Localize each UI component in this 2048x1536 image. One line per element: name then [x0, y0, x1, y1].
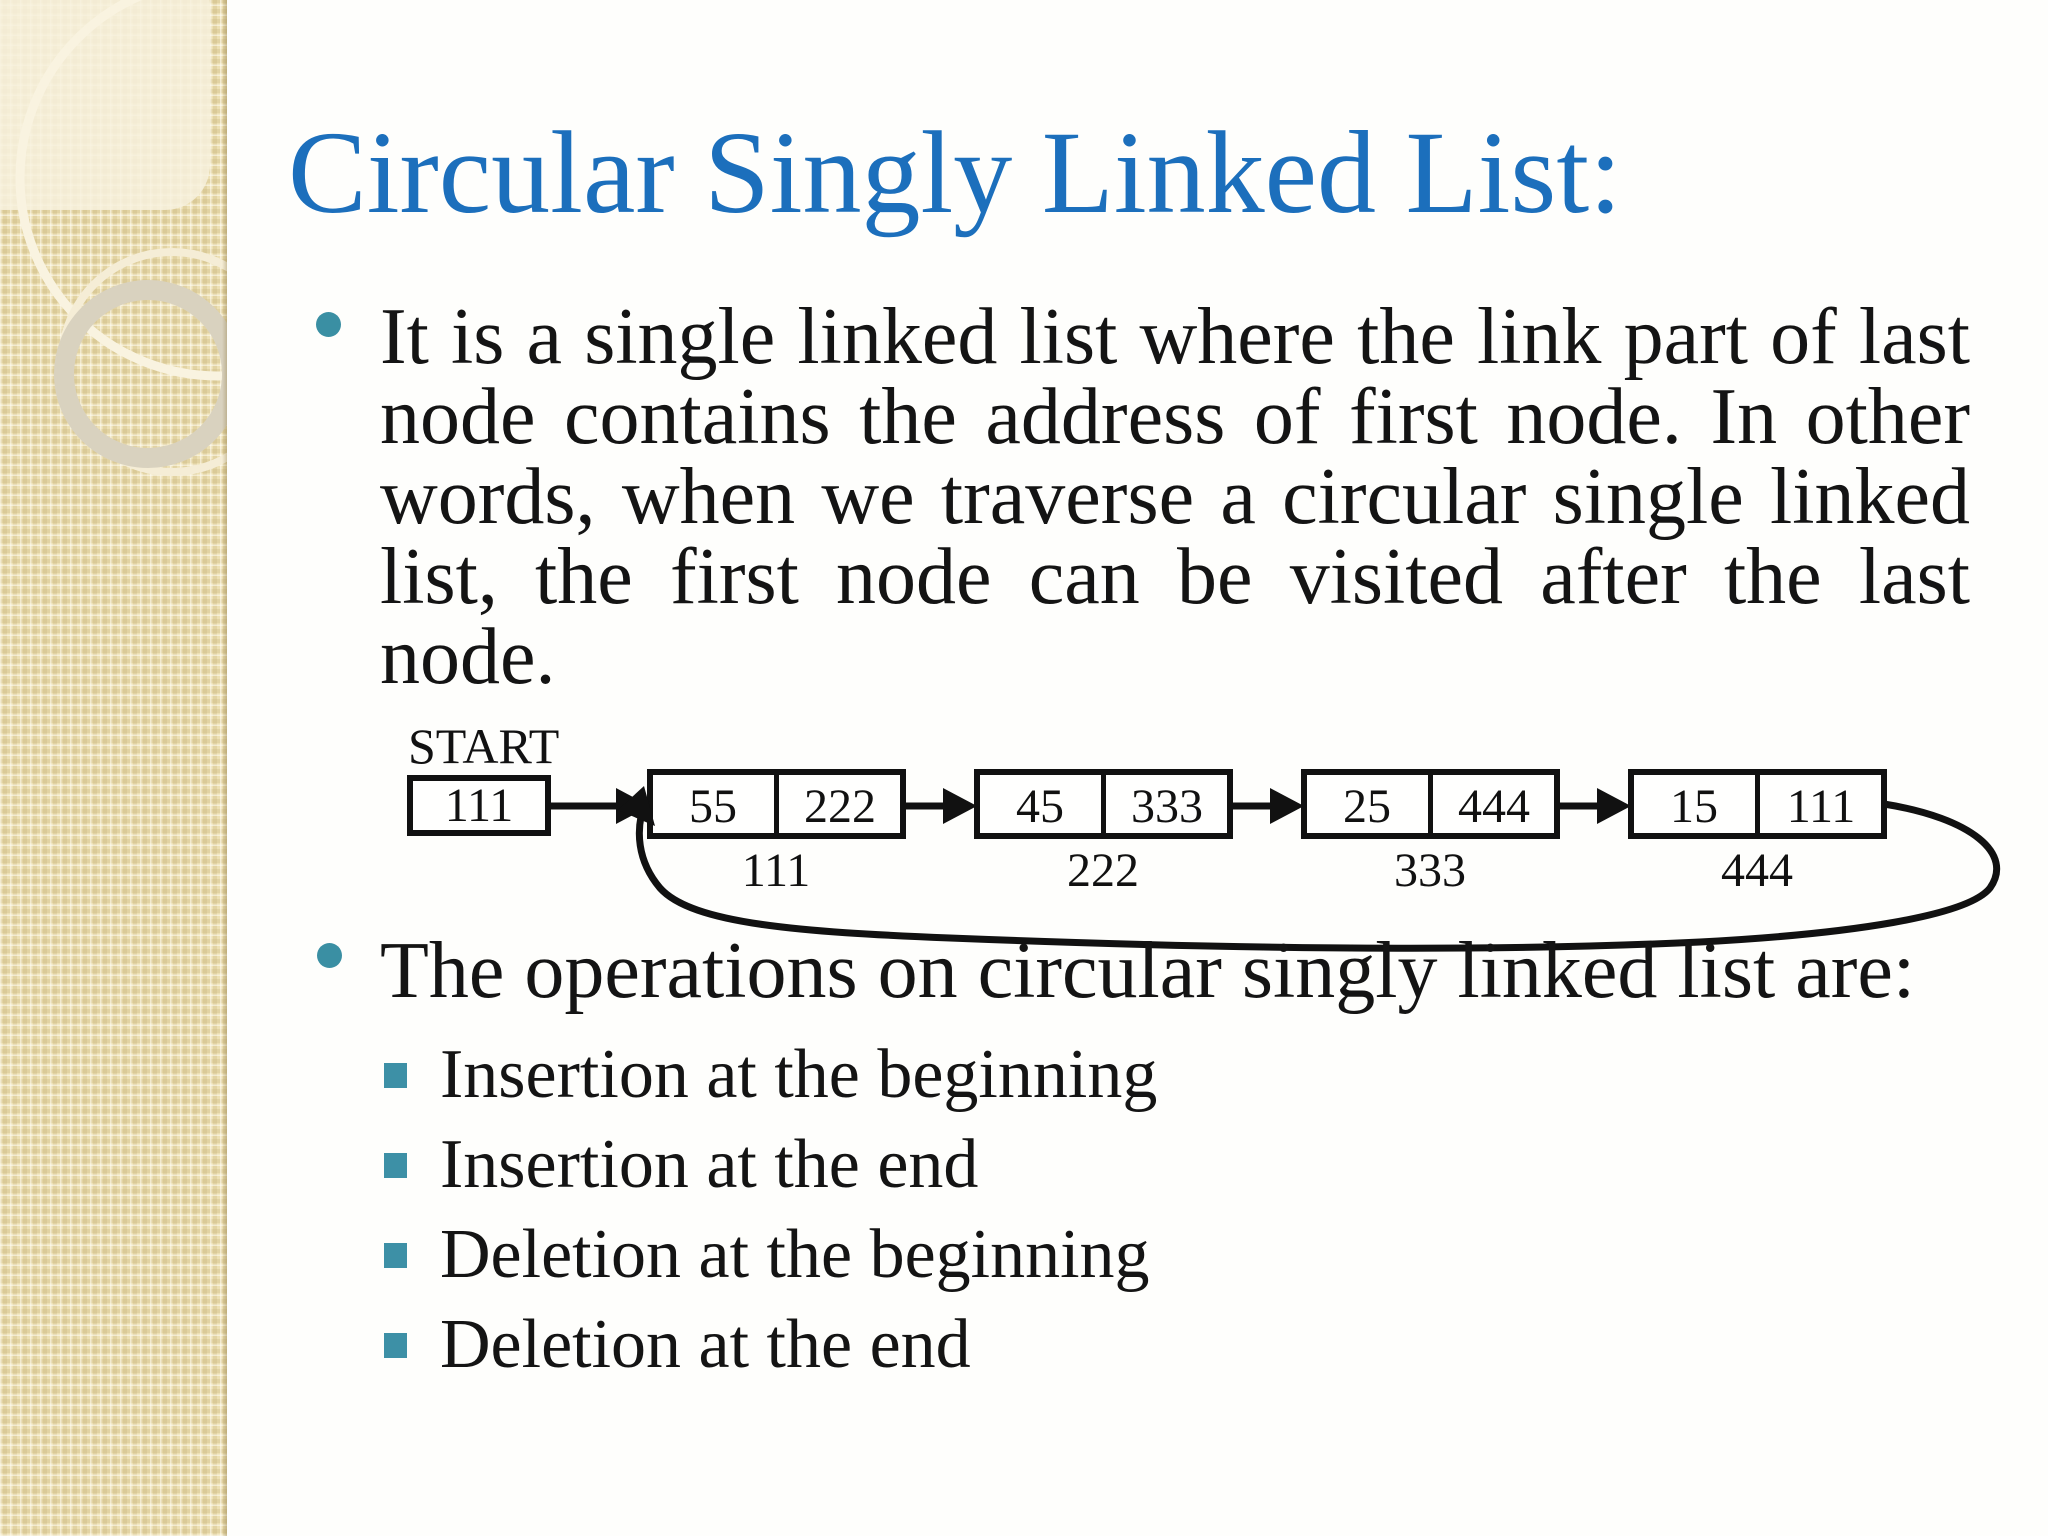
node-address-label: 333 [1394, 844, 1466, 897]
sidebar-pale-panel [0, 0, 210, 210]
ring-thick-icon [54, 280, 227, 468]
node-address-label: 222 [1067, 844, 1139, 897]
square-bullet-icon [384, 1153, 407, 1178]
page-title: Circular Singly Linked List: [288, 107, 1622, 238]
loop-arrowhead-icon [618, 786, 655, 826]
circular-linked-list-diagram: START 111 55 222 111 45 333 222 [407, 718, 2001, 952]
operations-list: Insertion at the beginning Insertion at … [384, 1030, 1784, 1390]
arrowhead-icon [943, 788, 977, 824]
arrowhead-icon [1597, 788, 1631, 824]
bullet1-paragraph: It is a single linked list where the lin… [380, 293, 1970, 701]
node-link-value: 444 [1458, 780, 1530, 833]
arrowhead-icon [1270, 788, 1304, 824]
node-data-value: 25 [1343, 780, 1391, 833]
list-item-label: Deletion at the beginning [440, 1216, 1150, 1293]
start-pointer-box [407, 775, 551, 836]
bullet-dot-icon [316, 312, 341, 337]
list-node: 15 111 444 [1628, 769, 1887, 897]
list-node: 55 222 111 [647, 769, 906, 897]
sidebar-decoration [0, 0, 227, 1536]
ring-large-icon [15, 0, 227, 381]
node-address-label: 444 [1721, 844, 1793, 897]
list-item: Deletion at the beginning [384, 1210, 1784, 1300]
square-bullet-icon [384, 1333, 407, 1358]
square-bullet-icon [384, 1243, 407, 1268]
bullet2-heading: The operations on circular singly linked… [380, 927, 1916, 1015]
node-link-value: 333 [1131, 780, 1203, 833]
list-item: Deletion at the end [384, 1300, 1784, 1390]
square-bullet-icon [384, 1063, 407, 1088]
sidebar-circles-art [0, 0, 227, 476]
list-item: Insertion at the end [384, 1120, 1784, 1210]
list-node: 45 333 222 [974, 769, 1233, 897]
list-item-label: Deletion at the end [440, 1306, 971, 1383]
node-address-label: 111 [742, 844, 810, 897]
bullet-dot-icon [317, 943, 342, 968]
start-label: START [408, 718, 559, 774]
list-node: 25 444 333 [1301, 769, 1560, 897]
node-data-value: 45 [1016, 780, 1064, 833]
node-link-value: 222 [804, 780, 876, 833]
node-data-value: 55 [689, 780, 737, 833]
list-item: Insertion at the beginning [384, 1030, 1784, 1120]
list-item-label: Insertion at the end [440, 1126, 979, 1203]
node-data-value: 15 [1670, 780, 1718, 833]
node-link-value: 111 [1787, 780, 1855, 833]
start-pointer-value: 111 [445, 779, 513, 832]
loop-back-arrow [635, 798, 2001, 952]
list-item-label: Insertion at the beginning [440, 1036, 1158, 1113]
